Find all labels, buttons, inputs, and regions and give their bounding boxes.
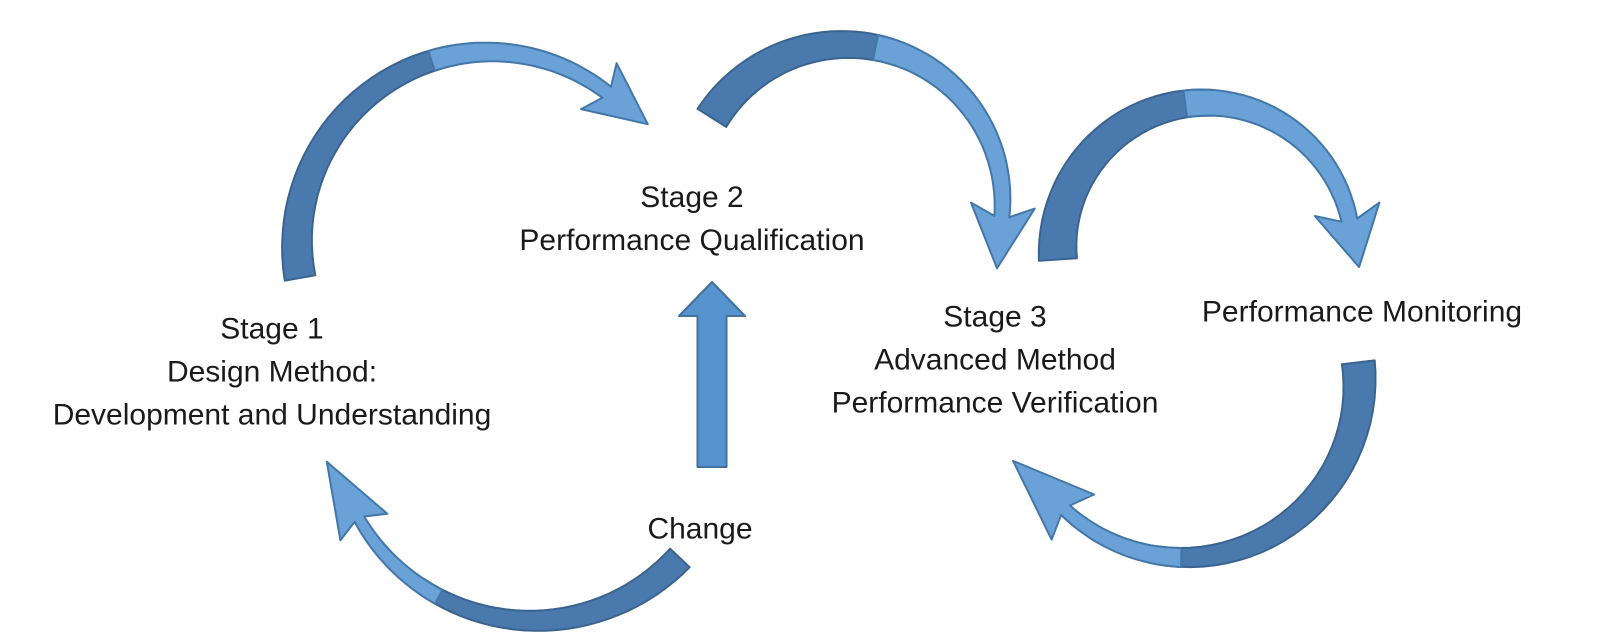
arrow-change-to-stage1 — [325, 460, 691, 632]
node-stage3: Stage 3 Advanced Method Performance Veri… — [832, 296, 1159, 425]
node-change-line1: Change — [647, 512, 753, 546]
arrow-monitoring-to-stage3 — [1012, 359, 1377, 569]
node-stage3-line2: Advanced Method — [874, 343, 1116, 377]
node-stage1-line1: Stage 1 — [220, 312, 324, 346]
arrow-stage1-to-stage2 — [281, 41, 649, 282]
node-stage1-line2: Design Method: — [166, 355, 378, 389]
node-stage1: Stage 1 Design Method: Development and U… — [53, 308, 492, 437]
node-stage3-line1: Stage 3 — [943, 300, 1047, 334]
node-change: Change — [647, 508, 752, 551]
node-stage2-line2: Performance Qualification — [519, 224, 865, 257]
arrow-change-to-stage2 — [678, 281, 746, 468]
node-stage3-line3: Performance Verification — [831, 386, 1159, 420]
node-stage2: Stage 2 Performance Qualification — [519, 176, 864, 262]
node-stage2-line1: Stage 2 — [640, 181, 744, 214]
node-performance-monitoring-line1: Performance Monitoring — [1201, 295, 1523, 329]
node-performance-monitoring: Performance Monitoring — [1202, 291, 1522, 334]
arrow-stage2-to-stage3 — [696, 30, 1036, 270]
node-stage1-line3: Development and Understanding — [52, 398, 492, 432]
arrow-stage3-to-monitoring — [1037, 88, 1381, 269]
